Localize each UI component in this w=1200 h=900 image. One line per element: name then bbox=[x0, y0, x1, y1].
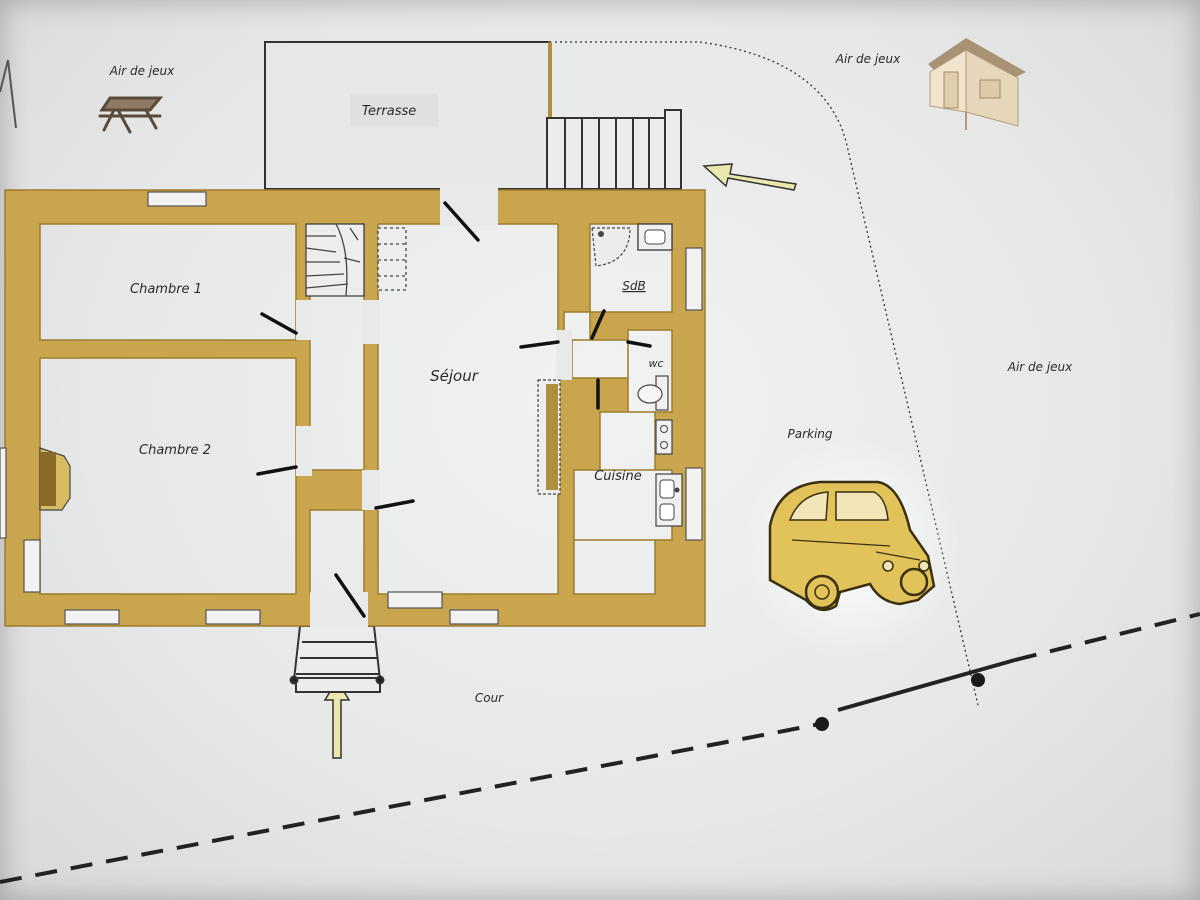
toilet bbox=[637, 375, 669, 411]
outdoor-label-air-de-jeux-left: Air de jeux bbox=[109, 64, 175, 78]
room-label-wc: wc bbox=[648, 357, 663, 370]
room-label-chambre-1: Chambre 1 bbox=[130, 282, 202, 297]
counter bbox=[537, 379, 561, 495]
room-label-chambre-2: Chambre 2 bbox=[139, 443, 211, 458]
labels: Terrasse Chambre 1 Chambre 2 Séjour SdB … bbox=[109, 52, 1073, 705]
room-label-terrasse: Terrasse bbox=[362, 104, 417, 119]
house-walls bbox=[4, 186, 706, 628]
washbasin bbox=[637, 223, 673, 251]
front-steps bbox=[289, 625, 385, 693]
outdoor-label-air-de-jeux-right: Air de jeux bbox=[1007, 360, 1073, 374]
property-boundaries bbox=[0, 41, 1200, 884]
swing-frame bbox=[0, 59, 17, 129]
fireplace-icon bbox=[39, 447, 71, 511]
room-label-sejour: Séjour bbox=[430, 367, 479, 385]
picnic-table-icon bbox=[98, 96, 164, 134]
room-label-sdb: SdB bbox=[622, 279, 645, 293]
stove bbox=[655, 419, 673, 455]
interior-staircase bbox=[305, 223, 407, 297]
outdoor-label-air-de-jeux-top-right: Air de jeux bbox=[835, 52, 901, 66]
outdoor-label-cour: Cour bbox=[475, 691, 504, 705]
entry-arrow-icon bbox=[702, 163, 797, 191]
room-label-cuisine: Cuisine bbox=[594, 469, 642, 484]
shower bbox=[591, 227, 631, 267]
terrace-stairs bbox=[546, 109, 682, 190]
kitchen-sink bbox=[655, 473, 683, 527]
doors bbox=[256, 201, 652, 618]
outdoor-label-parking: Parking bbox=[787, 427, 832, 441]
terrace bbox=[264, 41, 552, 190]
car-icon bbox=[740, 438, 962, 660]
windows bbox=[0, 191, 703, 625]
garden-shed-icon bbox=[928, 38, 1026, 130]
